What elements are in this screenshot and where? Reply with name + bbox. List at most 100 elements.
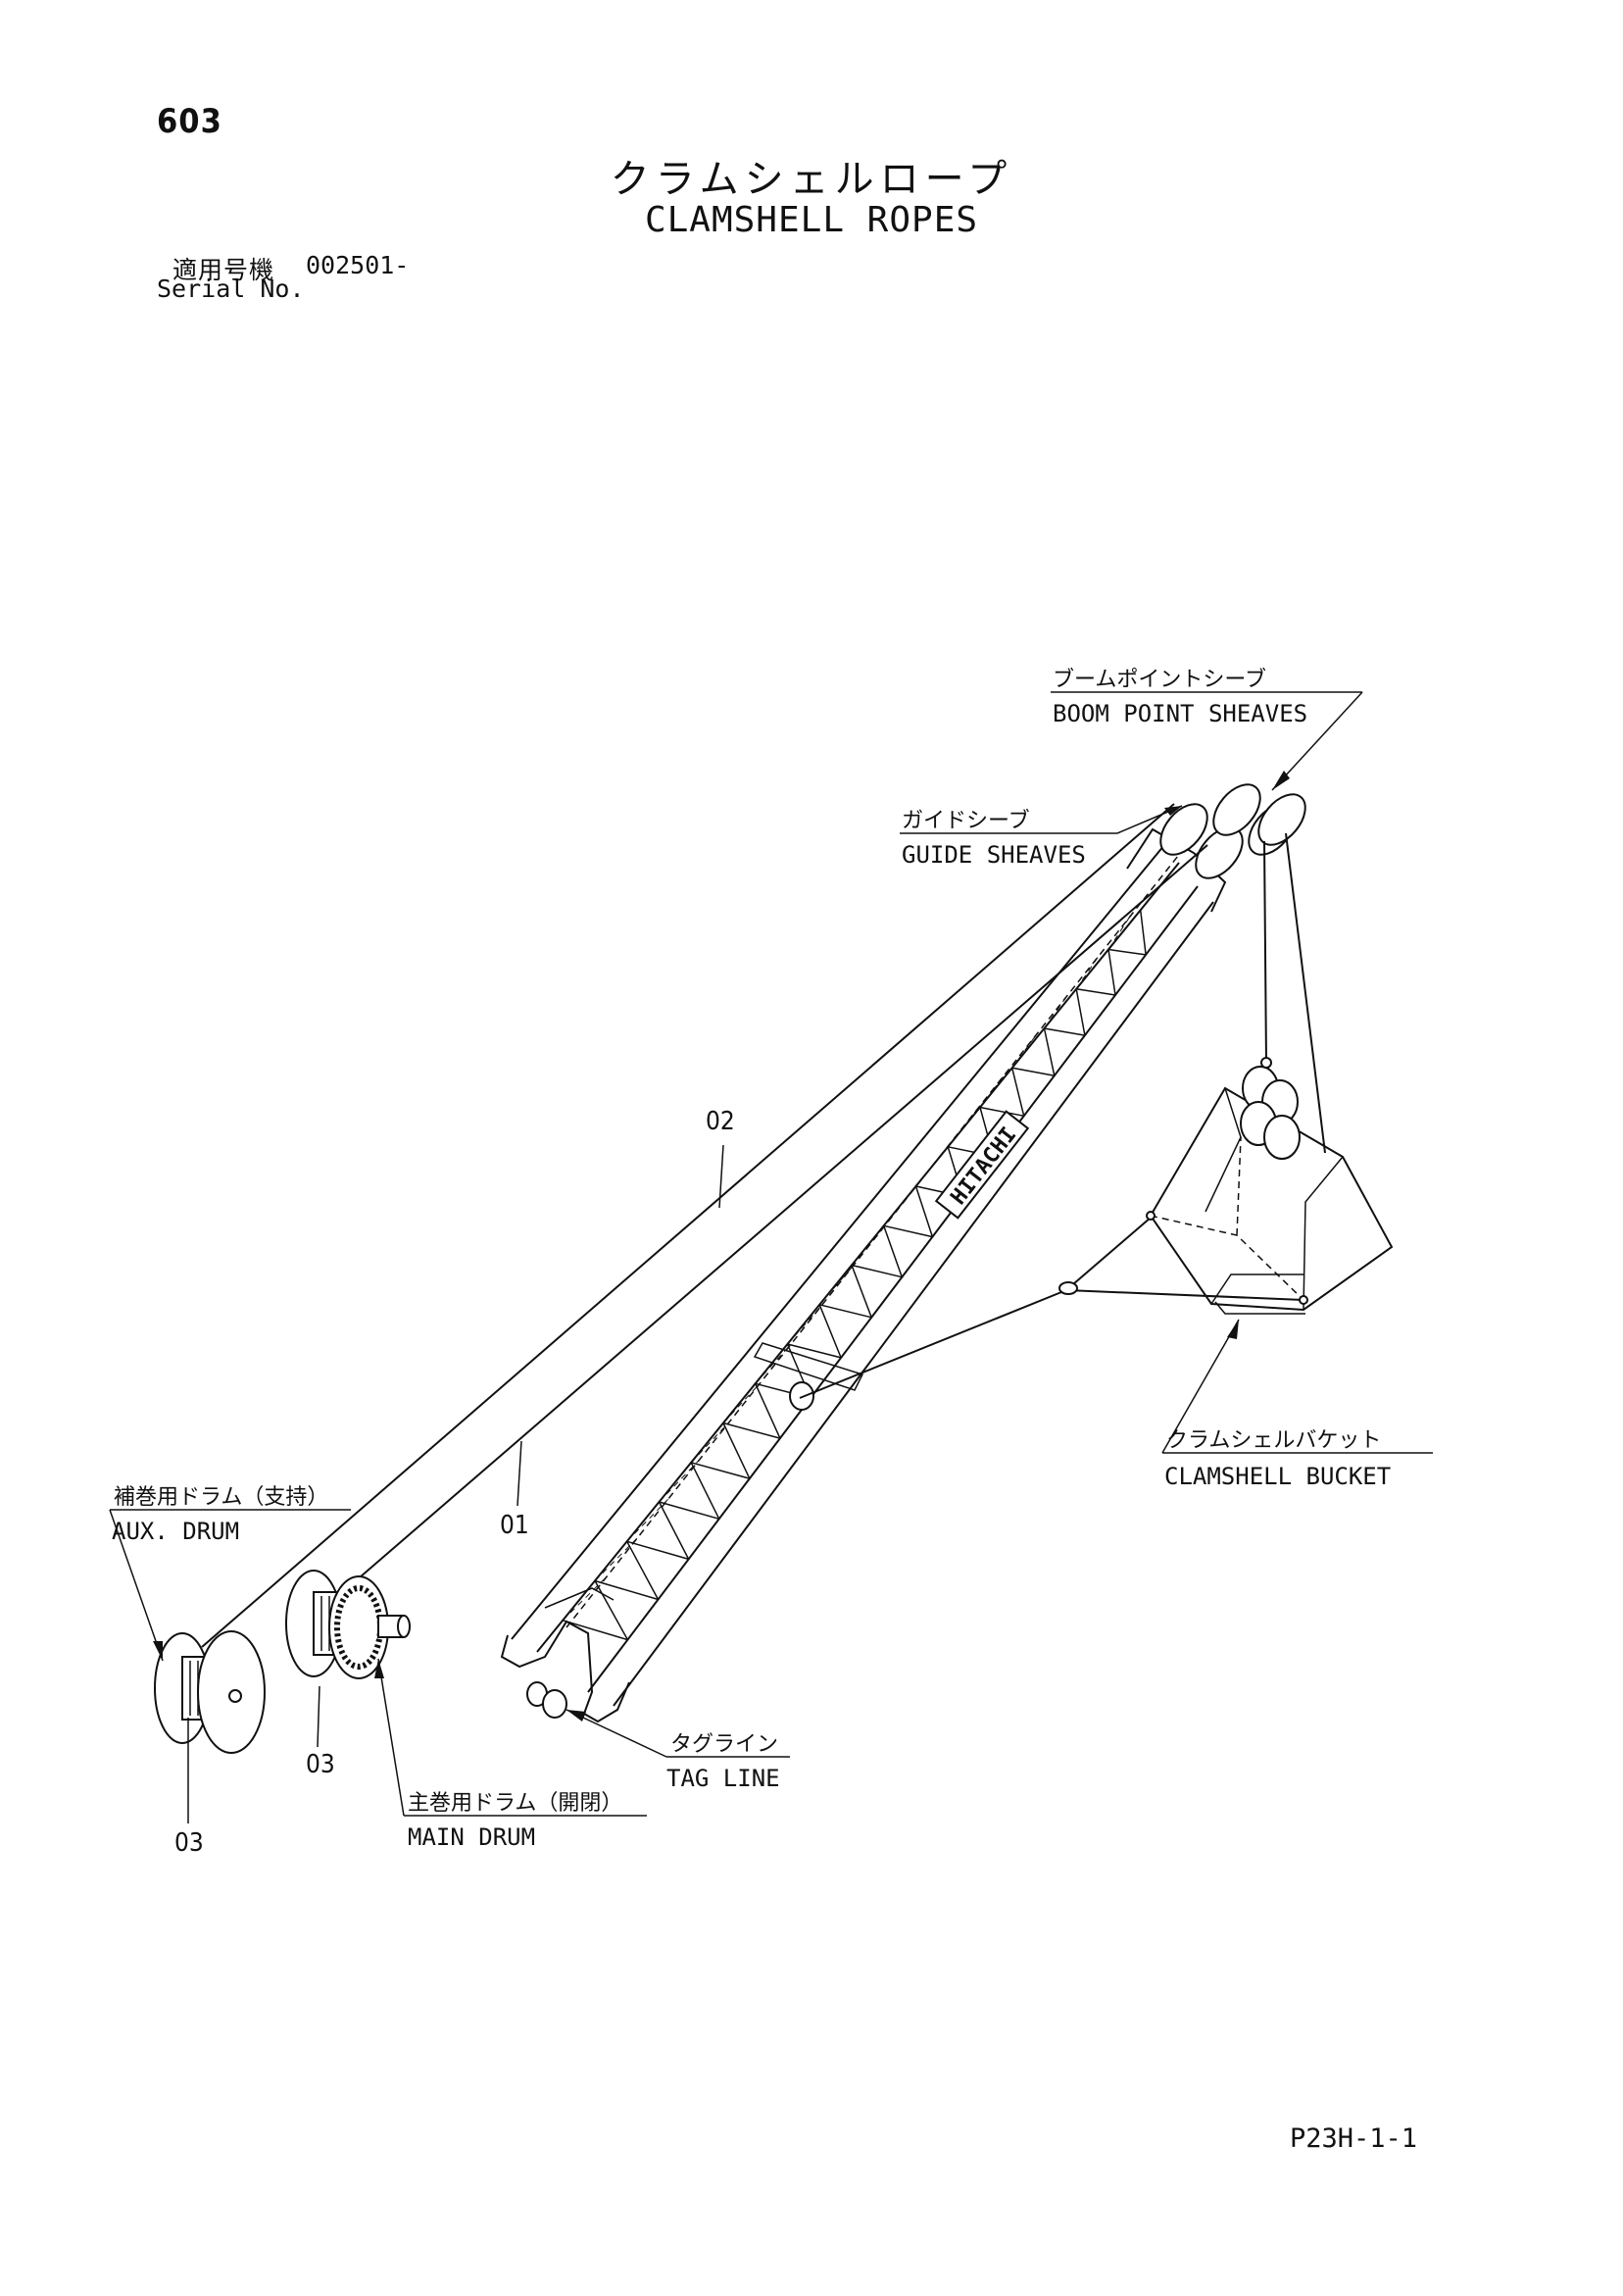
leader-aux-arrowhead [153, 1641, 163, 1661]
ropes [201, 803, 1326, 1648]
boom-foot [500, 1620, 630, 1723]
boom-lattice-diagonal [947, 1110, 976, 1148]
boom-lattice-diagonal [851, 1264, 903, 1278]
leader-main-arrow [377, 1658, 405, 1817]
tag-line-winch [526, 1681, 567, 1719]
boom-right-chord-outer [587, 885, 1199, 1693]
boom-lattice-diagonal [915, 1149, 946, 1187]
boom-head [1126, 827, 1227, 913]
boom-lattice-diagonal [594, 1579, 659, 1601]
tag-line-rope-upper [1065, 1217, 1152, 1291]
boom-lattice-diagonal [1107, 949, 1116, 996]
main-drum-shaft-end [397, 1615, 411, 1638]
boom-point-sheave-3 [1257, 793, 1306, 846]
boom-lattice-diagonal [658, 1501, 690, 1560]
guide-sheave-1 [1159, 803, 1208, 856]
part-ref-rope-02: 02 [706, 1107, 735, 1136]
hoist-rope-left [1263, 840, 1267, 1064]
boom-lattice-diagonal [819, 1304, 872, 1319]
boom-lattice-diagonal [883, 1188, 915, 1226]
boom-lattice-diagonal [690, 1462, 720, 1520]
boom-point-sheave-1 [1212, 783, 1261, 836]
clamshell-bucket-drawing [1146, 1057, 1394, 1315]
boom-lattice-diagonal [1044, 994, 1069, 1029]
leader-lines [109, 691, 1433, 1823]
label-clamshell-bucket-jp: クラムシェルバケット [1166, 1428, 1381, 1453]
leader-bucket-arrow [1161, 1319, 1240, 1454]
boom-lattice-diagonal [851, 1226, 884, 1266]
boom-lattice-diagonal [882, 1225, 904, 1277]
tag-line-rope [799, 1289, 1067, 1399]
aux-drum-hub [228, 1689, 242, 1703]
boom-lattice-diagonal [690, 1421, 730, 1464]
leader-boom-point-arrow [1271, 691, 1363, 791]
tag-line-winch-drum-2 [542, 1689, 567, 1719]
boom-lattice: HITACHI [500, 827, 1227, 1723]
rope-01 [344, 844, 1208, 1591]
part-ref-item-03-aux: 03 [174, 1828, 204, 1858]
tag-line-rope-lower [1065, 1289, 1304, 1301]
main-drum-drawing [285, 1570, 411, 1679]
boom-lattice-diagonal [1075, 955, 1100, 990]
boom-lattice-diagonal [1139, 910, 1147, 955]
bucket-tag-point-upper [1146, 1211, 1156, 1221]
leader-tag-arrowhead [566, 1710, 586, 1722]
label-tag-line-jp: タグライン [670, 1732, 778, 1757]
leader-main-arrowhead [374, 1659, 384, 1678]
boom-left-chord-inner [536, 862, 1180, 1653]
label-main-drum-en: MAIN DRUM [408, 1823, 535, 1851]
leader-rope-02 [718, 1144, 724, 1209]
boom-lattice-diagonals [562, 910, 1147, 1641]
serial-label-japanese: 適用号機 [172, 256, 275, 284]
serial-value: 002501- [306, 251, 410, 279]
boom-lattice-diagonal [1076, 988, 1116, 996]
label-guide-sheaves-jp: ガイドシーブ [902, 809, 1030, 833]
boom-lattice-diagonal [594, 1580, 629, 1640]
boom-lattice-diagonal [626, 1540, 689, 1561]
tag-line-connector [1058, 1281, 1078, 1295]
boom-lattice-diagonal [818, 1266, 854, 1306]
leader-boom-point-arrowhead [1272, 771, 1290, 790]
boom-lattice-diagonal [1011, 1067, 1055, 1076]
boom-lattice-diagonal [626, 1540, 660, 1600]
part-ref-rope-01: 01 [500, 1511, 529, 1540]
boom-foot-bracket [544, 1587, 615, 1609]
leader-item-03-main [317, 1685, 320, 1748]
boom-lattice-diagonal [722, 1422, 781, 1439]
boom-lattice-diagonal [851, 1265, 872, 1319]
boom-lattice-diagonal [787, 1343, 842, 1359]
boom-mid-bracket [753, 1342, 864, 1391]
boom-lattice-diagonal [1011, 1032, 1038, 1069]
boom-lattice-diagonal [979, 1106, 1024, 1118]
boom-lattice-diagonal [787, 1304, 822, 1345]
boom-left-chord-outer [511, 844, 1165, 1640]
boom-lattice-diagonal [659, 1501, 719, 1521]
boom-lattice-diagonal [691, 1462, 750, 1479]
boom-lattice-diagonal [914, 1185, 934, 1237]
boom-lattice-diagonal [722, 1382, 762, 1423]
leader-rope-01 [516, 1440, 522, 1507]
serial-label-english: Serial No. [157, 275, 305, 303]
boom-lattice-diagonal [1107, 948, 1147, 956]
boom-lattice-diagonal [1044, 1027, 1086, 1036]
bucket-hoist-eye [1260, 1057, 1272, 1069]
label-tag-line-en: TAG LINE [666, 1765, 780, 1792]
title-english: CLAMSHELL ROPES [644, 200, 979, 240]
rope-02 [201, 803, 1175, 1648]
aux-drum-drawing [154, 1630, 266, 1754]
bucket-tag-point-lower [1299, 1295, 1308, 1305]
bucket-lip [1214, 1301, 1305, 1315]
labels: ブームポイントシーブ BOOM POINT SHEAVES ガイドシーブ GUI… [112, 668, 1391, 1858]
label-boom-point-sheaves-jp: ブームポイントシーブ [1053, 668, 1266, 692]
boom-lattice-diagonal [979, 1072, 1008, 1108]
boom-lattice-diagonal [818, 1304, 842, 1359]
bucket-sheave-4 [1263, 1115, 1301, 1160]
boom-right-chord-inner [613, 901, 1214, 1707]
leader-guide-arrowhead [1164, 806, 1182, 816]
boom-logo-plate: HITACHI [934, 1110, 1030, 1220]
boom-lattice-diagonal [1010, 1068, 1025, 1117]
title-japanese: クラムシェルロープ [610, 157, 1013, 202]
bucket-hidden-edges [1150, 1136, 1304, 1301]
boom-lattice-diagonal [1107, 917, 1131, 950]
